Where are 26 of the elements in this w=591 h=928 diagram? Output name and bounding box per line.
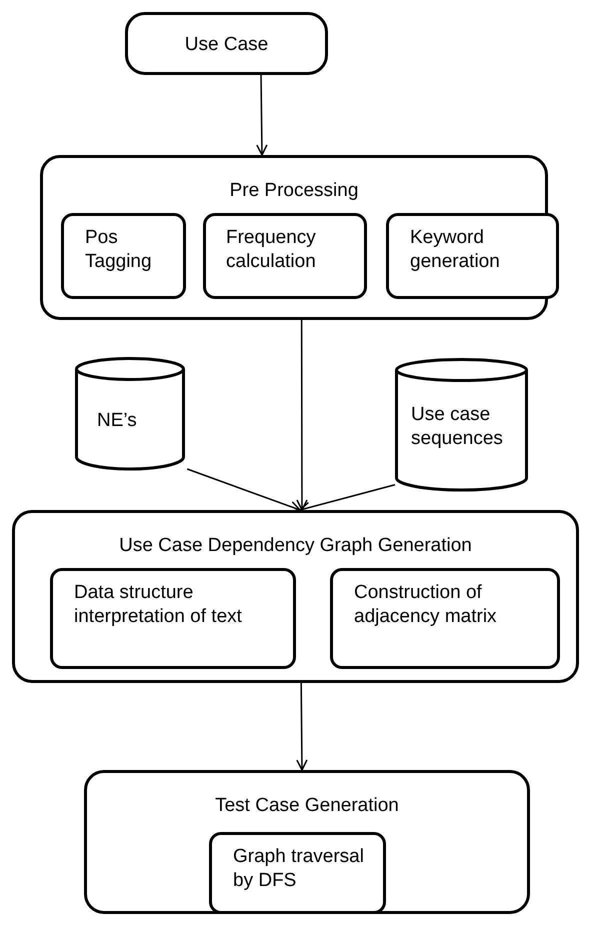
group-title: Test Case Generation (214, 795, 400, 817)
arrow (186, 468, 301, 512)
box-label: Graph traversal by DFS (233, 845, 365, 893)
step-box (61, 213, 186, 299)
step-box (203, 213, 367, 299)
group-box (12, 510, 579, 683)
step-box (209, 832, 386, 914)
process-box (125, 12, 328, 75)
box-label: Pos Tagging (85, 226, 153, 274)
cylinder-label: Use case sequences (411, 403, 504, 451)
cylinder-label: NE’s (97, 409, 138, 433)
box-label: Keyword generation (410, 226, 501, 274)
box-label: Data structure interpretation of text (74, 581, 243, 629)
step-box (50, 568, 296, 669)
step-box (330, 568, 560, 669)
box-label: Construction of adjacency matrix (354, 581, 498, 629)
arrow (299, 484, 396, 513)
group-box (84, 770, 530, 914)
arrow (296, 683, 308, 771)
arrow (256, 74, 268, 156)
box-label: Frequency calculation (226, 226, 317, 274)
box-label: Use Case (184, 34, 270, 56)
group-title: Pre Processing (228, 180, 360, 202)
step-box (386, 213, 559, 299)
arrow (296, 320, 308, 511)
group-title: Use Case Dependency Graph Generation (118, 535, 473, 557)
